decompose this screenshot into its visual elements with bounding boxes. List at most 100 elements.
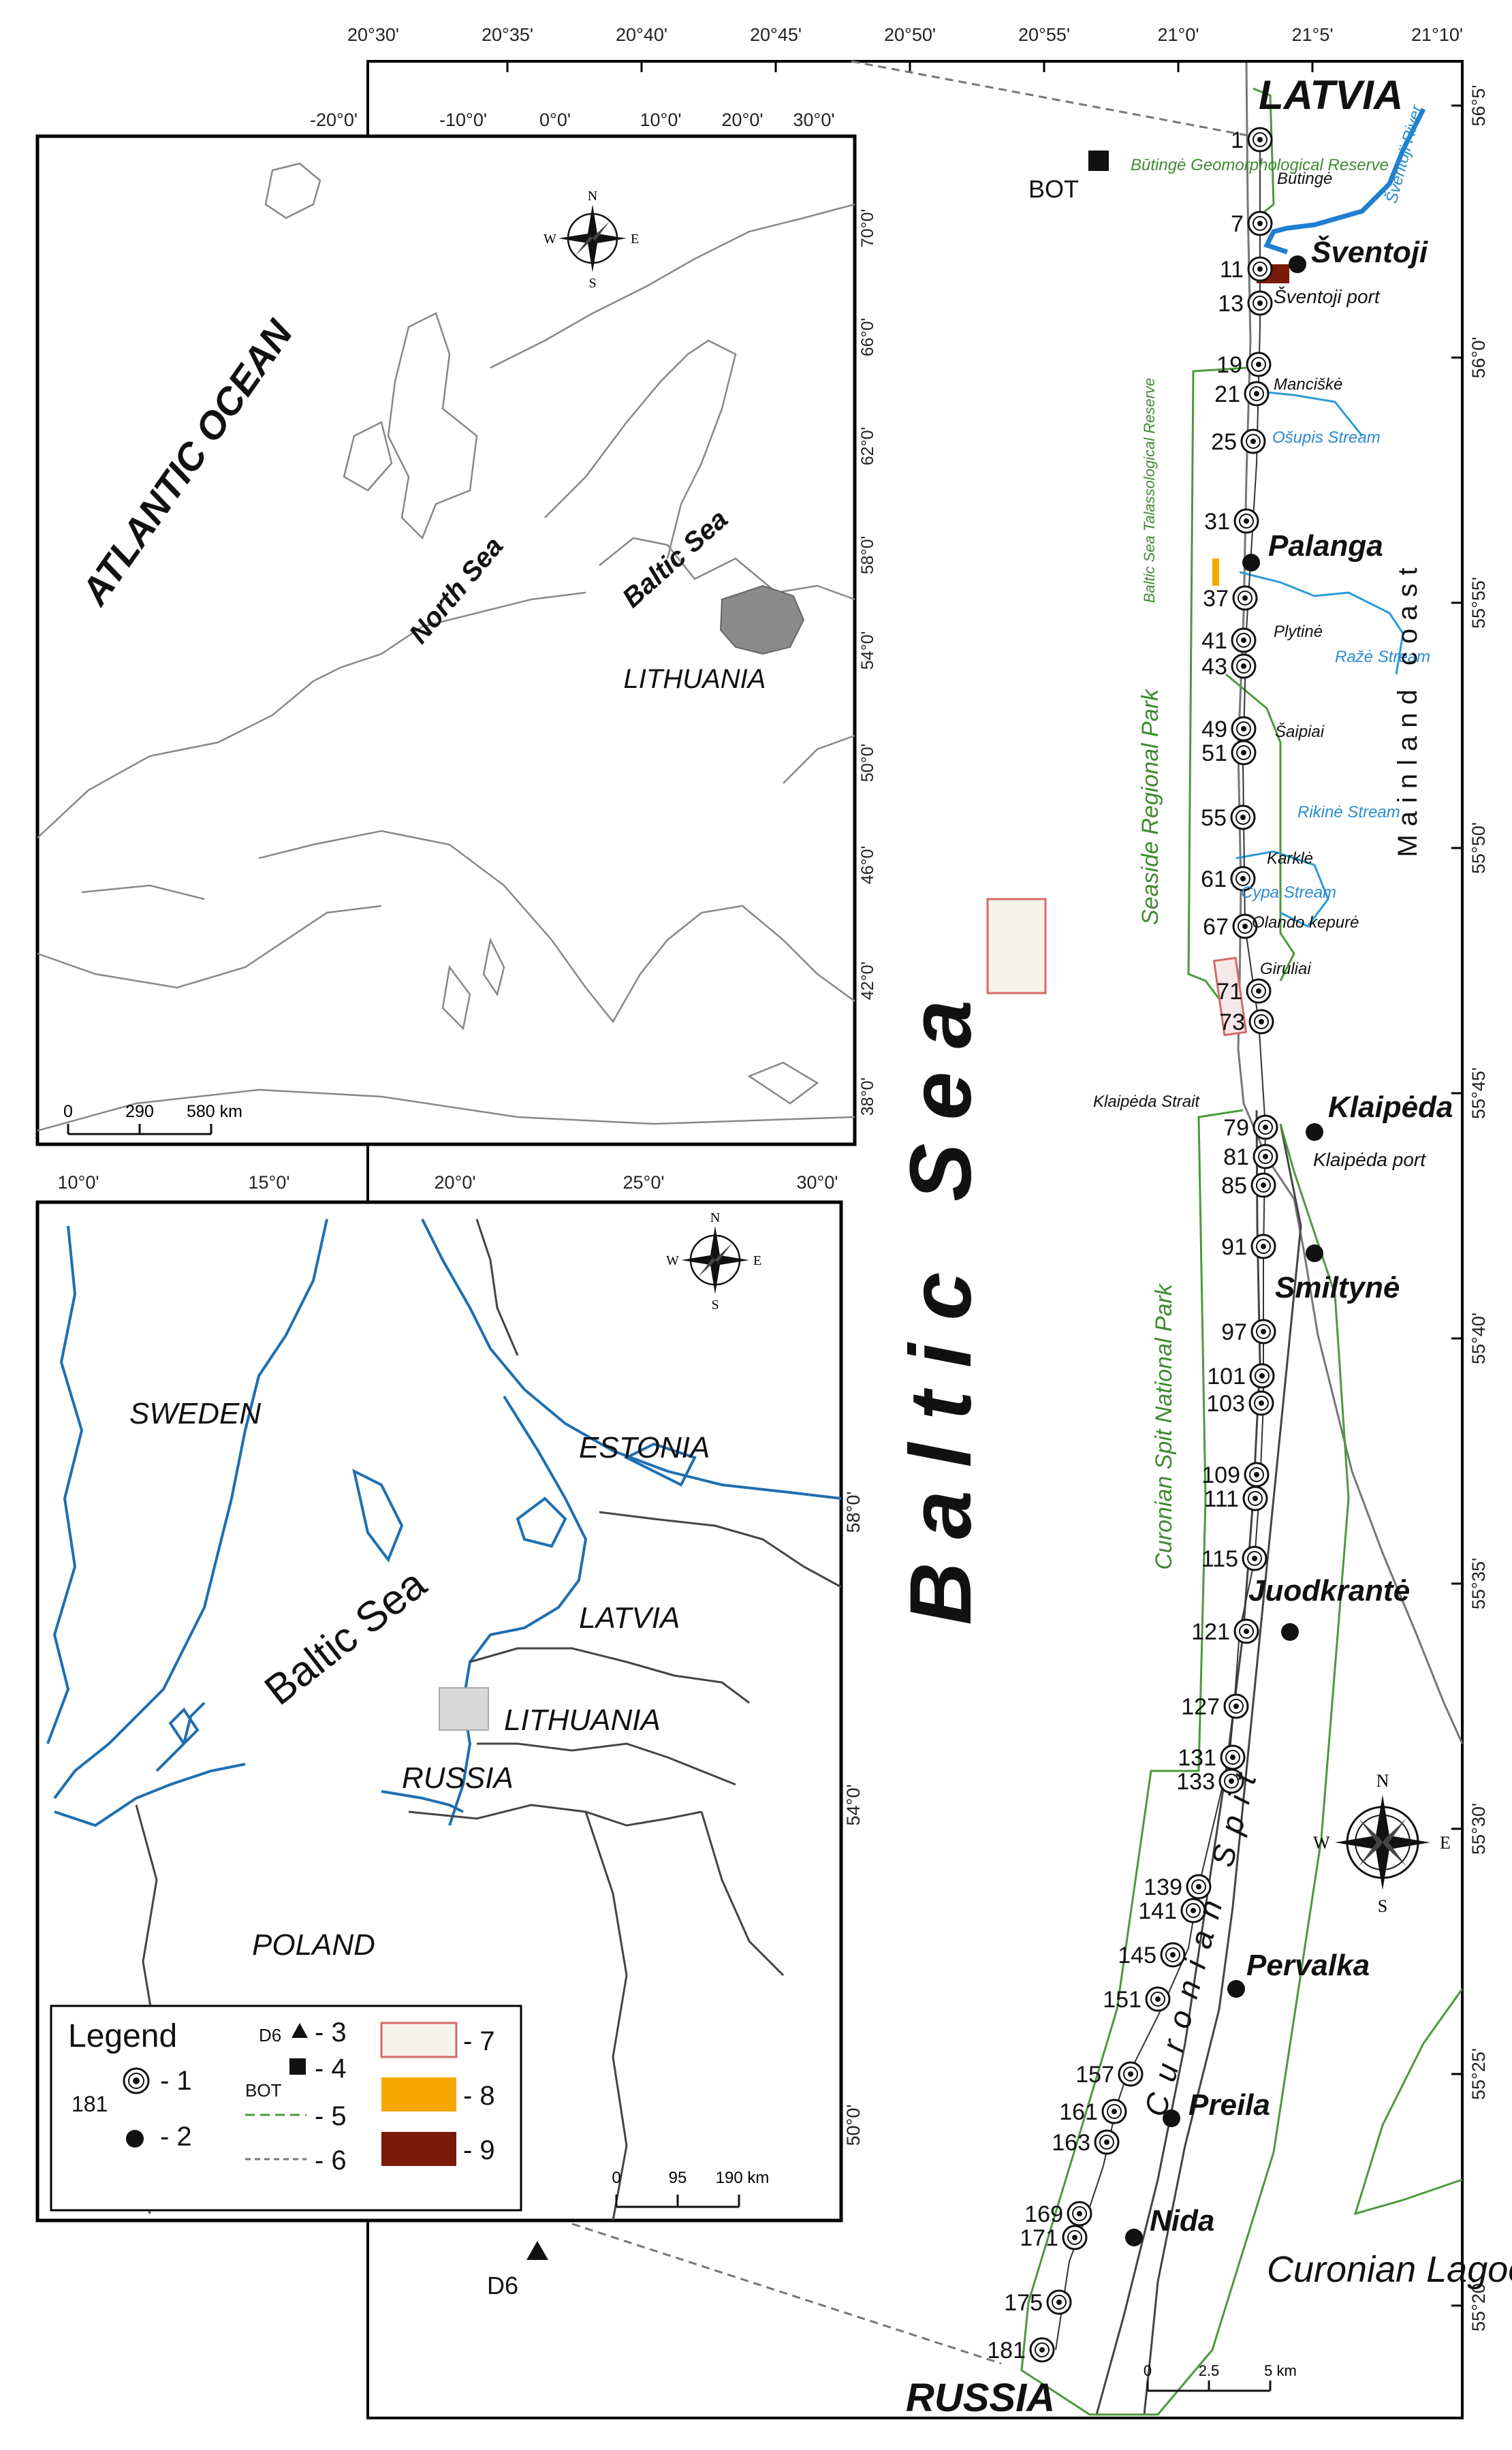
station-label: 31 [1204, 509, 1230, 535]
city-dot [1125, 2229, 1143, 2246]
place-labels: Būtingė Manciškė Plytinė Šaipiai Karklė … [1093, 170, 1359, 1111]
station-label: 101 [1207, 1364, 1246, 1389]
baltic-compass-icon: N S E W [666, 1210, 761, 1313]
lon-label: 20°40' [616, 25, 667, 45]
station-marker-core [1254, 391, 1259, 396]
city-dot [1289, 255, 1306, 273]
bal-lat-label: 50°0' [843, 2104, 864, 2146]
eu-lat-label: 50°0' [858, 744, 877, 782]
spit-lagoon-shore [1143, 1123, 1302, 2415]
legend-triangle-icon [292, 2023, 308, 2038]
station-marker-ring [1239, 514, 1254, 529]
station-marker-core [1261, 1329, 1266, 1334]
station-marker-core [1039, 2347, 1045, 2353]
station-label: 181 [987, 2338, 1026, 2363]
main-top-ticks [506, 61, 1314, 72]
baltic-scale-bar: 0 95 190 km [612, 2169, 769, 2208]
station-marker-core [1155, 1996, 1161, 2002]
legend-item: - 6 [315, 2146, 347, 2176]
station-marker-ring [1236, 721, 1251, 736]
raze-stream [1239, 571, 1404, 675]
station-marker-core [1191, 1908, 1196, 1913]
station-marker-core [1244, 1629, 1249, 1634]
station-marker-ring [1254, 1014, 1269, 1029]
bal-country: ESTONIA [579, 1431, 710, 1464]
station-marker-ring [1150, 1992, 1165, 2007]
legend-box7-icon [380, 2022, 458, 2058]
station-marker-core [1077, 2211, 1082, 2216]
city-dot [1227, 1980, 1245, 1998]
station-label: 51 [1201, 740, 1227, 766]
eu-compass-e: E [631, 232, 639, 247]
protected-area-labels: Būtingė Geomorphological Reserve Baltic … [1131, 156, 1389, 1570]
legend-sample-bot: BOT [245, 2080, 282, 2101]
bot-marker [1088, 151, 1109, 171]
lithuania-label: LITHUANIA [624, 664, 766, 694]
port-labels: Šventoji port Klaipėda port [1274, 286, 1426, 1170]
station-marker-core [1240, 876, 1246, 881]
lon-label: 21°5' [1291, 25, 1333, 45]
station-marker-ring [1256, 1324, 1271, 1339]
lon-label: 21°10' [1411, 25, 1463, 45]
europe-coastlines [37, 162, 855, 1132]
station-label: 79 [1223, 1115, 1249, 1141]
station-marker-core [1244, 518, 1249, 524]
lagoon-protected-border [1353, 1988, 1464, 2216]
station-label: 71 [1216, 979, 1242, 1005]
eu-scale-tick: 580 km [187, 1102, 242, 1121]
station-marker-ring [1225, 1750, 1240, 1765]
protected-label: Curonian Spit National Park [1151, 1283, 1177, 1570]
station-marker-core [1233, 1703, 1239, 1709]
curonian-lagoon-label: Curonian Lagoon [1267, 2249, 1512, 2290]
eu-scale-tick: 290 [125, 1102, 154, 1121]
station-label: 49 [1201, 717, 1227, 742]
station-marker-core [1259, 1019, 1264, 1024]
legend-item: - 4 [315, 2054, 347, 2084]
protected-label: Būtingė Geomorphological Reserve [1131, 156, 1389, 174]
station-label: 161 [1059, 2099, 1098, 2125]
lithuania-shape [719, 584, 805, 655]
city-label: Preila [1188, 2088, 1270, 2122]
protected-label: Baltic Sea Talassological Reserve [1141, 378, 1158, 603]
station-marker-ring [1247, 1551, 1262, 1566]
station-marker-core [1072, 2235, 1077, 2240]
station-marker-ring [1099, 2135, 1114, 2150]
station-marker-ring [1067, 2230, 1082, 2245]
station-label: 103 [1206, 1391, 1245, 1417]
station-marker-core [1241, 663, 1246, 669]
station-marker-ring [1251, 357, 1266, 372]
station-marker-core [1128, 2071, 1133, 2077]
bal-country: LATVIA [579, 1601, 680, 1635]
sea-study-box [986, 898, 1047, 994]
station-label: 7 [1231, 211, 1244, 237]
eu-lat-label: 70°0' [858, 209, 877, 247]
osupis-stream [1259, 390, 1364, 437]
eu-lat-label: 58°0' [858, 536, 877, 574]
russia-label: RUSSIA [906, 2376, 1055, 2420]
bal-scale-tick: 0 [612, 2169, 620, 2187]
lon-label: 20°35' [482, 25, 533, 45]
station-label: 19 [1216, 352, 1242, 378]
eu-lon-label: -20°0' [310, 110, 358, 130]
station-marker-core [1263, 1125, 1268, 1130]
city-dots [1125, 255, 1323, 2246]
lat-label: 55°50' [1468, 822, 1489, 874]
station-marker-core [1250, 439, 1256, 444]
port-label: Šventoji port [1274, 286, 1381, 307]
station-label: 127 [1181, 1694, 1220, 1720]
legend-item: - 1 [160, 2066, 192, 2096]
eu-lat-label: 54°0' [858, 631, 877, 670]
station-marker-ring [1253, 296, 1267, 311]
station-label: 81 [1223, 1144, 1249, 1170]
lat-label: 55°35' [1468, 1558, 1489, 1609]
bal-lat-label: 58°0' [843, 1491, 864, 1533]
station-marker-core [1056, 2299, 1062, 2305]
station-marker-core [1256, 362, 1261, 367]
station-label: 61 [1201, 866, 1227, 892]
eu-compass-n: N [588, 189, 597, 204]
station-marker-core [1196, 1884, 1201, 1889]
lat-label: 56°0' [1468, 336, 1489, 378]
legend-city-dot-icon [126, 2130, 144, 2148]
legend-item: - 8 [463, 2081, 495, 2111]
station-marker-core [1259, 1373, 1265, 1379]
